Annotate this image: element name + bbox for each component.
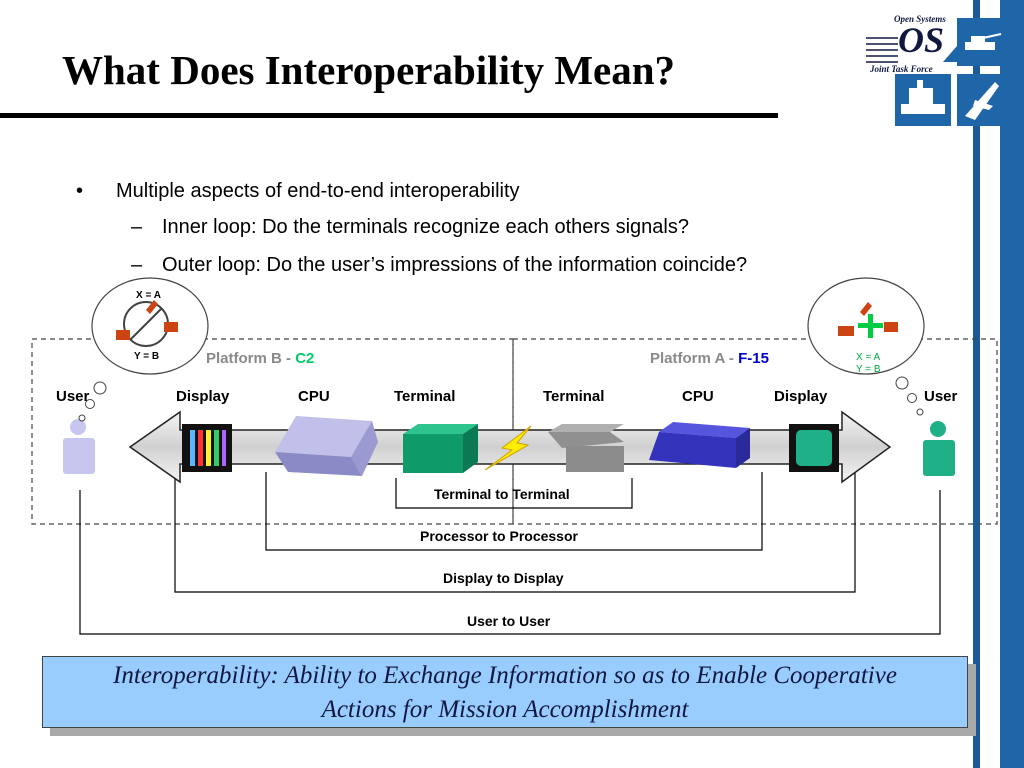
side-stripe-thin bbox=[973, 0, 980, 768]
ship-icon bbox=[943, 46, 957, 62]
thought-cloud-left bbox=[78, 277, 209, 422]
terminal-b-icon bbox=[403, 424, 478, 473]
plus-icon bbox=[858, 314, 883, 338]
platform-a-prefix: Platform A - bbox=[650, 350, 739, 367]
label-terminal-a: Terminal bbox=[543, 388, 605, 405]
thought-right-y: Y = B bbox=[856, 364, 881, 375]
platform-b-prefix: Platform B - bbox=[206, 350, 296, 367]
logo: Open Systems OS Joint Task Force bbox=[864, 14, 954, 76]
sub-bullet-2: Outer loop: Do the user’s impressions of… bbox=[162, 254, 748, 276]
platform-a-name: F-15 bbox=[738, 350, 769, 367]
thought-left-x: X = A bbox=[136, 290, 161, 301]
page-title: What Does Interoperability Mean? bbox=[62, 47, 676, 93]
label-cpu-b: CPU bbox=[298, 388, 330, 405]
cpu-a-icon bbox=[649, 422, 750, 468]
title-underline bbox=[0, 113, 778, 118]
loop-user-label: User to User bbox=[467, 613, 551, 629]
definition-line-1: Interoperability: Ability to Exchange In… bbox=[113, 662, 897, 689]
sub-dash-2: – bbox=[131, 254, 143, 276]
label-user-b: User bbox=[56, 388, 90, 405]
jet-icon bbox=[965, 82, 999, 120]
loop-display-label: Display to Display bbox=[443, 570, 564, 586]
loop-terminal-label: Terminal to Terminal bbox=[434, 486, 570, 502]
thought-cloud-right bbox=[807, 277, 925, 416]
cpu-b-icon bbox=[275, 416, 378, 476]
display-a-icon bbox=[789, 424, 839, 472]
terminal-a-icon bbox=[548, 424, 624, 472]
loop-terminal-line bbox=[395, 478, 633, 509]
weapon-icon bbox=[116, 300, 178, 340]
label-user-a: User bbox=[924, 388, 958, 405]
platform-b-name: C2 bbox=[295, 350, 315, 367]
label-cpu-a: CPU bbox=[682, 388, 714, 405]
definition-line-2: Actions for Mission Accomplishment bbox=[321, 696, 689, 723]
user-a-icon bbox=[923, 421, 955, 476]
logo-mark: OS bbox=[898, 20, 945, 60]
bullet-glyph: • bbox=[76, 180, 84, 202]
loop-processor-line bbox=[265, 472, 763, 551]
loop-user-line bbox=[79, 490, 941, 635]
logo-lines-icon bbox=[866, 37, 898, 63]
side-stripe-wide bbox=[1000, 0, 1024, 768]
logo-top-text: Open Systems bbox=[894, 14, 946, 24]
platform-a-label: Platform A - F-15 bbox=[650, 350, 769, 367]
thought-left-y: Y = B bbox=[134, 351, 160, 362]
label-display-a: Display bbox=[774, 388, 828, 405]
thought-right-x: X = A bbox=[856, 352, 881, 363]
loop-display-line bbox=[174, 472, 856, 593]
logo-bottom-text: Joint Task Force bbox=[870, 64, 933, 74]
sub-dash-1: – bbox=[131, 216, 143, 238]
sub-bullet-1: Inner loop: Do the terminals recognize e… bbox=[162, 216, 689, 238]
user-b-icon bbox=[63, 419, 95, 474]
bullet-main: Multiple aspects of end-to-end interoper… bbox=[116, 180, 520, 202]
loop-processor-label: Processor to Processor bbox=[420, 528, 578, 544]
weapon-icon bbox=[838, 302, 898, 336]
label-terminal-b: Terminal bbox=[394, 388, 456, 405]
label-display-b: Display bbox=[176, 388, 230, 405]
platform-b-label: Platform B - C2 bbox=[206, 350, 314, 367]
tank-icon bbox=[965, 33, 1002, 50]
logo-images bbox=[895, 18, 1003, 126]
display-b-icon bbox=[182, 424, 232, 472]
lightning-icon bbox=[484, 425, 532, 471]
definition-box: Interoperability: Ability to Exchange In… bbox=[42, 656, 968, 728]
carrier-icon bbox=[901, 80, 945, 114]
